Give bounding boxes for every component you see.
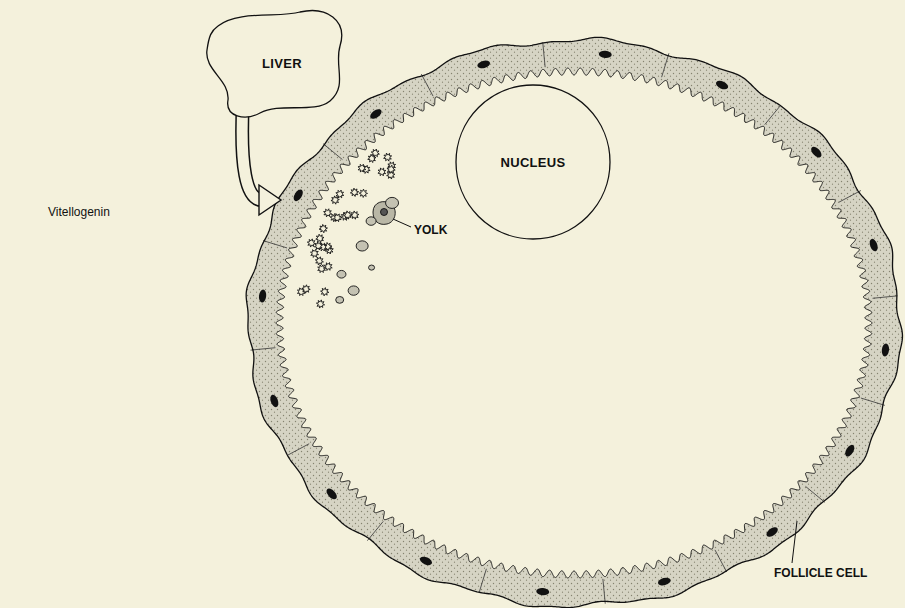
vitellogenin-particle [332, 212, 343, 223]
cell-boundary [603, 579, 605, 604]
follicle-nucleus [657, 576, 671, 586]
vitellogenin-particle [382, 151, 393, 162]
cell-boundary [323, 144, 342, 160]
vitellogenin-particle [320, 287, 330, 297]
vitellogenin-particle [359, 189, 368, 198]
follicle-leader [792, 521, 797, 563]
vitellogenin-particle [342, 209, 354, 221]
cell-boundary [873, 296, 898, 298]
nucleus-outline [456, 85, 610, 239]
yolk-droplet [337, 270, 346, 278]
vitellogenin-particle [316, 299, 326, 309]
follicle-nucleus [269, 394, 280, 409]
vitellogenin-particle [301, 284, 310, 293]
part-label: FOLLICLE CELL [774, 566, 867, 580]
cell-boundary [543, 42, 545, 67]
vitellogenin-particle [329, 194, 341, 206]
cell-boundary [662, 53, 669, 77]
follicle-nucleus [476, 59, 490, 69]
microvilli [276, 68, 872, 578]
substance-label: Vitellogenin [48, 205, 110, 219]
cell-boundary [263, 241, 287, 248]
follicle-nucleus [419, 555, 434, 567]
cell-boundary [421, 74, 433, 96]
arrow-head [259, 185, 281, 215]
follicle-nucleus [598, 50, 612, 58]
follicle-nucleus [809, 145, 823, 159]
follicle-nucleus [715, 79, 730, 91]
liver-organ: LIVER [198, 4, 350, 122]
yolk-droplet [356, 241, 368, 251]
vitellogenin-particle [313, 240, 325, 252]
follicle-nucleus [843, 443, 856, 458]
follicle-nucleus [536, 588, 550, 596]
cell-boundary [479, 569, 486, 593]
follicle-nuclei [258, 50, 890, 596]
node-label: LIVER [246, 56, 302, 71]
follicle-nucleus [258, 289, 267, 303]
yolk-droplet [366, 217, 376, 226]
follicle-nucleus [868, 238, 879, 253]
cell-boundary [861, 398, 885, 405]
follicle-layer [246, 37, 902, 607]
yolk-granules [336, 197, 399, 303]
vitellogenin-particle [322, 208, 332, 218]
cell-boundary [839, 191, 861, 203]
vitellogenin-particle [349, 186, 361, 198]
cell-boundary [765, 105, 781, 124]
vitellogenin-particle [317, 223, 329, 235]
vitellogenin-particle [366, 153, 378, 165]
vitellogenin-particle [314, 256, 324, 266]
cell-boundary [287, 444, 309, 456]
yolk-droplet [369, 265, 375, 270]
vitellogenin-particle [357, 163, 368, 174]
follicle-nucleus [325, 487, 339, 501]
follicle-nucleus [368, 107, 383, 120]
vitellogenin-particle [309, 248, 319, 258]
yolk-droplet [348, 286, 359, 295]
vitellogenin-particle [323, 261, 334, 272]
follicle-outline [246, 37, 902, 607]
part-label: YOLK [414, 223, 447, 237]
yolk-core [381, 209, 388, 216]
cell-boundary [251, 348, 276, 350]
yolk-droplet [336, 296, 344, 303]
follicle-nucleus [881, 343, 890, 357]
yolk-leader [393, 219, 411, 227]
follicle-cell-boundaries [251, 42, 898, 603]
vitellogenin-particle [386, 164, 396, 174]
cell-boundary [367, 521, 383, 540]
nucleus-circle: NUCLEUS [455, 84, 611, 240]
liver-outline [207, 11, 342, 117]
follicle-nucleus [292, 188, 305, 203]
node-label: NUCLEUS [501, 155, 566, 170]
cell-boundary [806, 486, 825, 502]
follicle-nucleus [765, 525, 780, 538]
yolk-droplet [386, 197, 399, 208]
cell-boundary [715, 550, 727, 572]
vitellogenin-particles [296, 148, 397, 309]
